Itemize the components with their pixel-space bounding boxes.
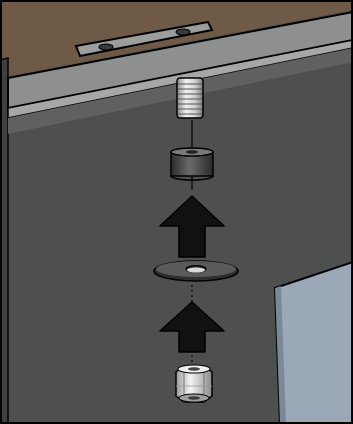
plate-hole-left: [99, 44, 113, 50]
spacer-icon: [171, 148, 213, 180]
threaded-stud-icon: [177, 78, 203, 118]
washer-icon: [154, 261, 238, 281]
hex-nut-icon: [176, 365, 212, 402]
plate-hole-right: [176, 29, 190, 35]
blue-panel: [275, 262, 353, 424]
